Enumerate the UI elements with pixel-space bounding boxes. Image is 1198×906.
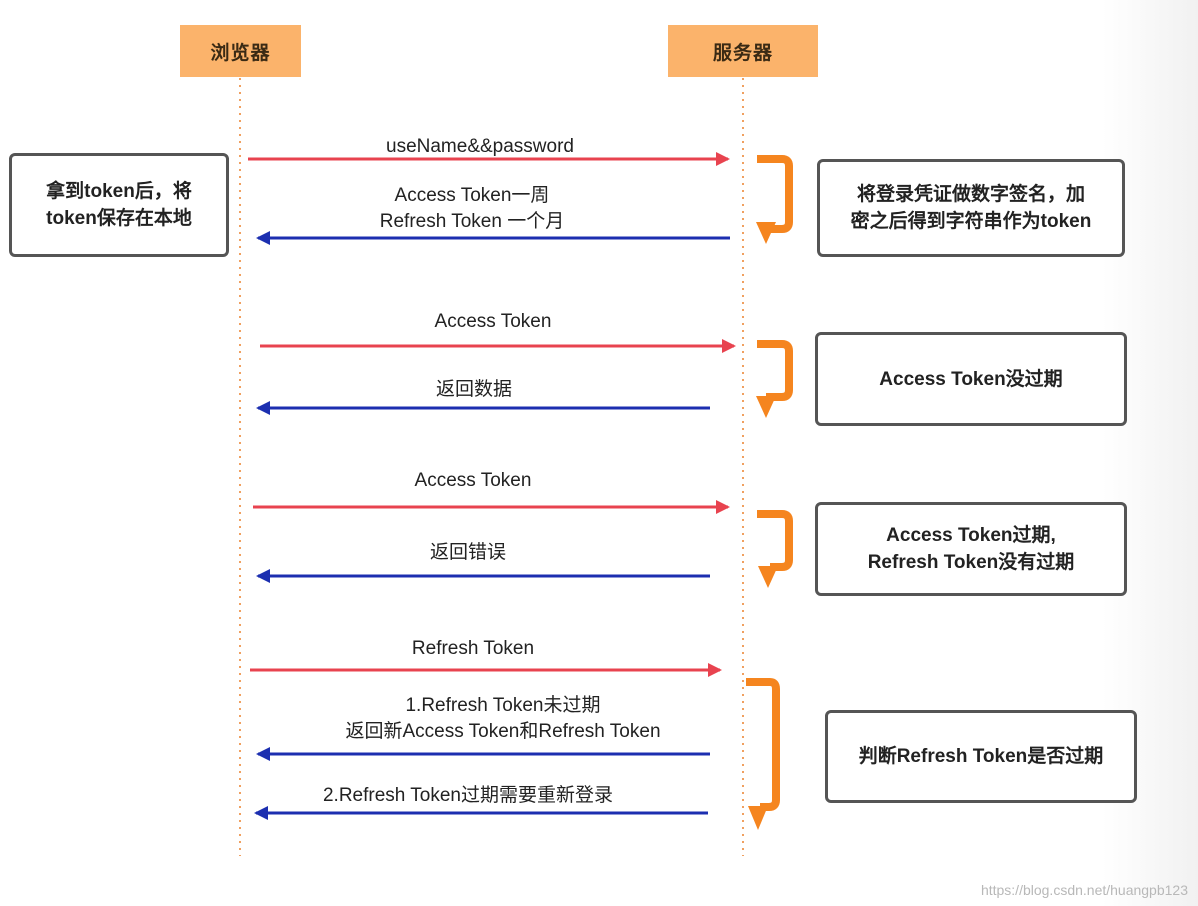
browser-participant-label: 浏览器 xyxy=(210,42,271,64)
access-request-2-text: Access Token xyxy=(414,470,532,491)
watermark: https://blog.csdn.net/huangpb123 xyxy=(980,882,1188,898)
access-expired-note-line1: Access Token过期, xyxy=(886,525,1056,546)
refresh-ok-label: 1.Refresh Token未过期 返回新Access Token和Refre… xyxy=(303,693,703,745)
server-process-bracket-3 xyxy=(757,510,793,571)
tokens-message-label: Access Token一周 Refresh Token 一个月 xyxy=(322,183,622,235)
tokens-message-line1: Access Token一周 xyxy=(394,185,550,206)
return-data-text: 返回数据 xyxy=(435,379,512,400)
refresh-expired-label: 2.Refresh Token过期需要重新登录 xyxy=(268,783,668,809)
access-request-1-text: Access Token xyxy=(434,311,552,332)
access-valid-note-line1: Access Token没过期 xyxy=(879,368,1063,390)
server-participant-label: 服务器 xyxy=(712,42,773,64)
access-request-2-label: Access Token xyxy=(323,468,623,494)
return-data-label: 返回数据 xyxy=(324,377,624,403)
server-process-arrowhead-1 xyxy=(756,222,776,244)
return-error-text: 返回错误 xyxy=(429,542,506,563)
check-refresh-note: 判断Refresh Token是否过期 xyxy=(825,710,1137,803)
access-request-1-label: Access Token xyxy=(343,309,643,335)
refresh-request-label: Refresh Token xyxy=(323,636,623,662)
check-refresh-note-line1: 判断Refresh Token是否过期 xyxy=(858,746,1104,767)
tokens-message-line2: Refresh Token 一个月 xyxy=(379,211,565,232)
refresh-expired-text: 2.Refresh Token过期需要重新登录 xyxy=(322,785,613,806)
refresh-ok-line1: 1.Refresh Token未过期 xyxy=(405,695,601,716)
browser-participant: 浏览器 xyxy=(180,25,301,77)
access-expired-note-line2: Refresh Token没有过期 xyxy=(867,552,1075,573)
server-participant: 服务器 xyxy=(668,25,818,77)
server-process-bracket-2 xyxy=(757,340,793,401)
browser-store-note-line1: 拿到token后，将 xyxy=(46,181,192,202)
access-valid-note: Access Token没过期 xyxy=(815,332,1127,426)
sign-token-note: 将登录凭证做数字签名，加 密之后得到字符串作为token xyxy=(817,159,1125,257)
server-process-bracket-1 xyxy=(757,155,793,233)
server-process-bracket-4 xyxy=(746,678,780,811)
server-process-arrowhead-3 xyxy=(758,566,778,588)
browser-store-note: 拿到token后，将 token保存在本地 xyxy=(9,153,229,257)
refresh-ok-line2: 返回新Access Token和Refresh Token xyxy=(345,721,661,742)
return-error-label: 返回错误 xyxy=(318,540,618,566)
browser-store-note-line2: token保存在本地 xyxy=(46,208,192,229)
login-message-label: useName&&password xyxy=(330,134,630,160)
sign-token-note-line1: 将登录凭证做数字签名，加 xyxy=(856,184,1085,205)
sign-token-note-line2: 密之后得到字符串作为token xyxy=(850,211,1092,232)
login-message-text: useName&&password xyxy=(386,136,574,157)
server-process-arrowhead-4 xyxy=(748,806,768,830)
server-process-arrowhead-2 xyxy=(756,396,776,418)
refresh-request-text: Refresh Token xyxy=(411,638,535,659)
access-expired-note: Access Token过期, Refresh Token没有过期 xyxy=(815,502,1127,596)
